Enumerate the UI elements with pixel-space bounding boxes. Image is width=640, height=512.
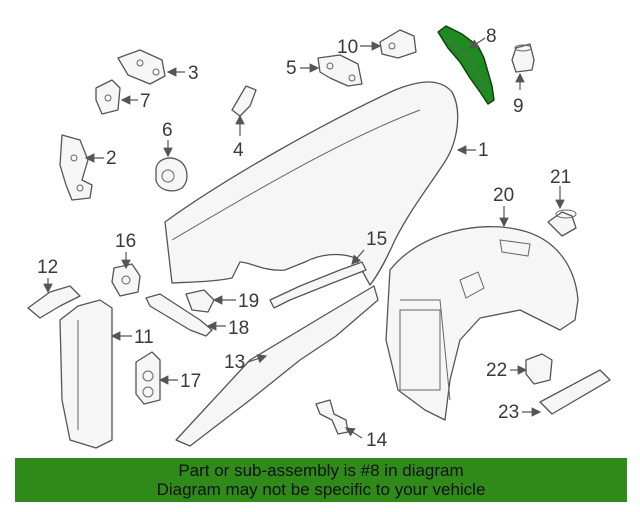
pushpin-part-21[interactable] bbox=[547, 209, 577, 237]
bracket-part-19[interactable] bbox=[185, 289, 215, 313]
callout-23: 23 bbox=[498, 402, 519, 423]
fender-part[interactable] bbox=[164, 81, 459, 286]
peg-part-9[interactable] bbox=[511, 43, 535, 73]
callout-5: 5 bbox=[286, 58, 297, 79]
strip-part-18[interactable] bbox=[145, 293, 213, 337]
callout-6: 6 bbox=[162, 120, 173, 141]
bracket-part-5[interactable] bbox=[317, 54, 363, 87]
clip-part-22[interactable] bbox=[525, 353, 553, 385]
callout-11: 11 bbox=[134, 327, 154, 348]
callout-15: 15 bbox=[366, 229, 387, 250]
trim-part-13[interactable] bbox=[175, 285, 379, 447]
callout-20: 20 bbox=[493, 185, 514, 206]
callout-8: 8 bbox=[486, 26, 497, 47]
info-banner: Part or sub-assembly is #8 in diagram Di… bbox=[15, 458, 627, 502]
callout-21: 21 bbox=[550, 167, 571, 188]
callout-9: 9 bbox=[513, 96, 524, 117]
callout-2: 2 bbox=[106, 148, 117, 169]
strip-part-15[interactable] bbox=[269, 261, 367, 309]
bracket-part-16[interactable] bbox=[111, 263, 141, 297]
callout-10: 10 bbox=[337, 37, 358, 58]
bracket-part-4[interactable] bbox=[231, 85, 257, 117]
banner-line-1: Part or sub-assembly is #8 in diagram bbox=[178, 461, 464, 480]
callout-19: 19 bbox=[238, 291, 259, 312]
grommet-part-6[interactable] bbox=[155, 157, 188, 192]
callout-13: 13 bbox=[224, 352, 245, 373]
callout-12: 12 bbox=[37, 257, 58, 278]
callout-7: 7 bbox=[140, 91, 151, 112]
bracket-part-17[interactable] bbox=[135, 351, 161, 405]
callout-3: 3 bbox=[188, 63, 199, 84]
callout-16: 16 bbox=[115, 231, 136, 252]
callout-4: 4 bbox=[233, 140, 244, 161]
highlighted-part-8[interactable] bbox=[437, 25, 495, 105]
callout-17: 17 bbox=[180, 371, 201, 392]
callout-22: 22 bbox=[486, 360, 507, 381]
panel-part-11[interactable] bbox=[59, 299, 113, 449]
parts-diagram: 1 2 3 4 5 6 7 8 9 10 11 12 13 14 15 16 1… bbox=[27, 25, 611, 451]
bracket-part-3[interactable] bbox=[117, 49, 166, 85]
bracket-part-10[interactable] bbox=[379, 29, 417, 59]
bolt-part-14[interactable] bbox=[315, 399, 349, 435]
leader-lines bbox=[43, 37, 565, 439]
callout-14: 14 bbox=[366, 430, 388, 451]
wheel-liner-part-20[interactable] bbox=[385, 225, 579, 421]
clip-part-7[interactable] bbox=[95, 79, 121, 115]
callout-18: 18 bbox=[228, 318, 249, 339]
callout-1: 1 bbox=[478, 140, 489, 161]
banner-line-2: Diagram may not be specific to your vehi… bbox=[156, 480, 486, 499]
reflector-part-23[interactable] bbox=[539, 369, 611, 415]
callout-labels: 1 2 3 4 5 6 7 8 9 10 11 12 13 14 15 16 1… bbox=[37, 26, 571, 451]
bracket-part-2[interactable] bbox=[59, 134, 93, 201]
